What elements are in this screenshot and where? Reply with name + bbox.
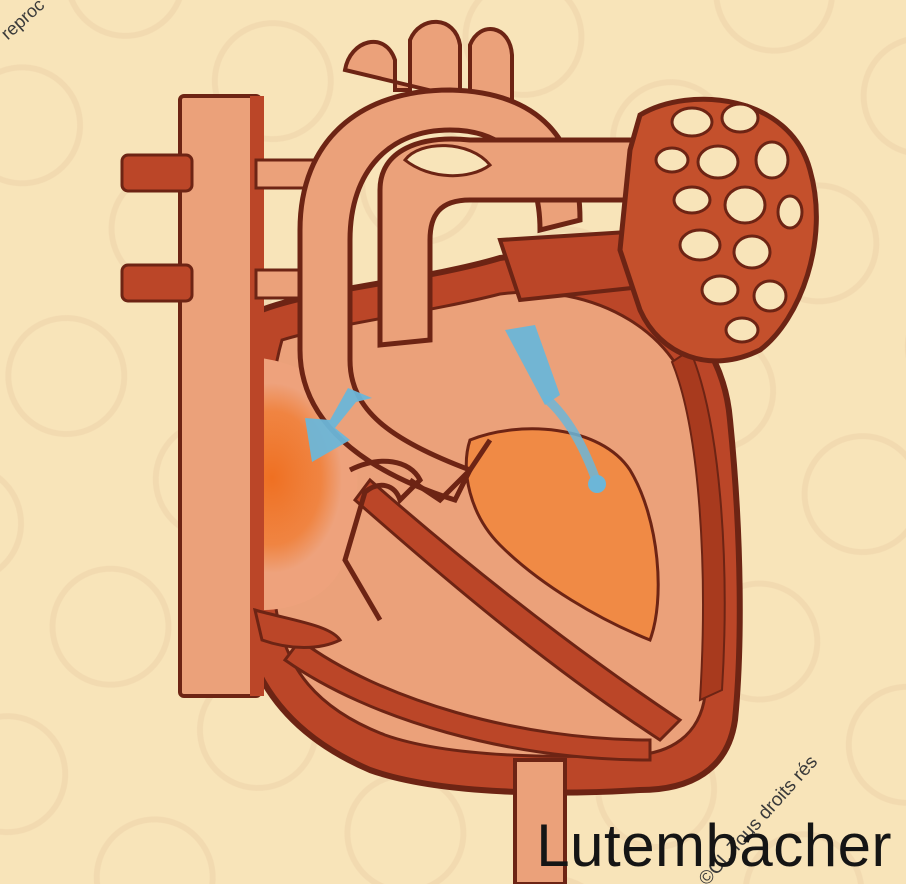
lung-capillary-network	[620, 99, 816, 361]
lower-vessel-stub	[122, 265, 192, 301]
mitral-flow-drop	[588, 475, 606, 493]
upper-vessel-stub	[122, 155, 192, 191]
diagram-caption: Lutembacher	[536, 816, 892, 876]
